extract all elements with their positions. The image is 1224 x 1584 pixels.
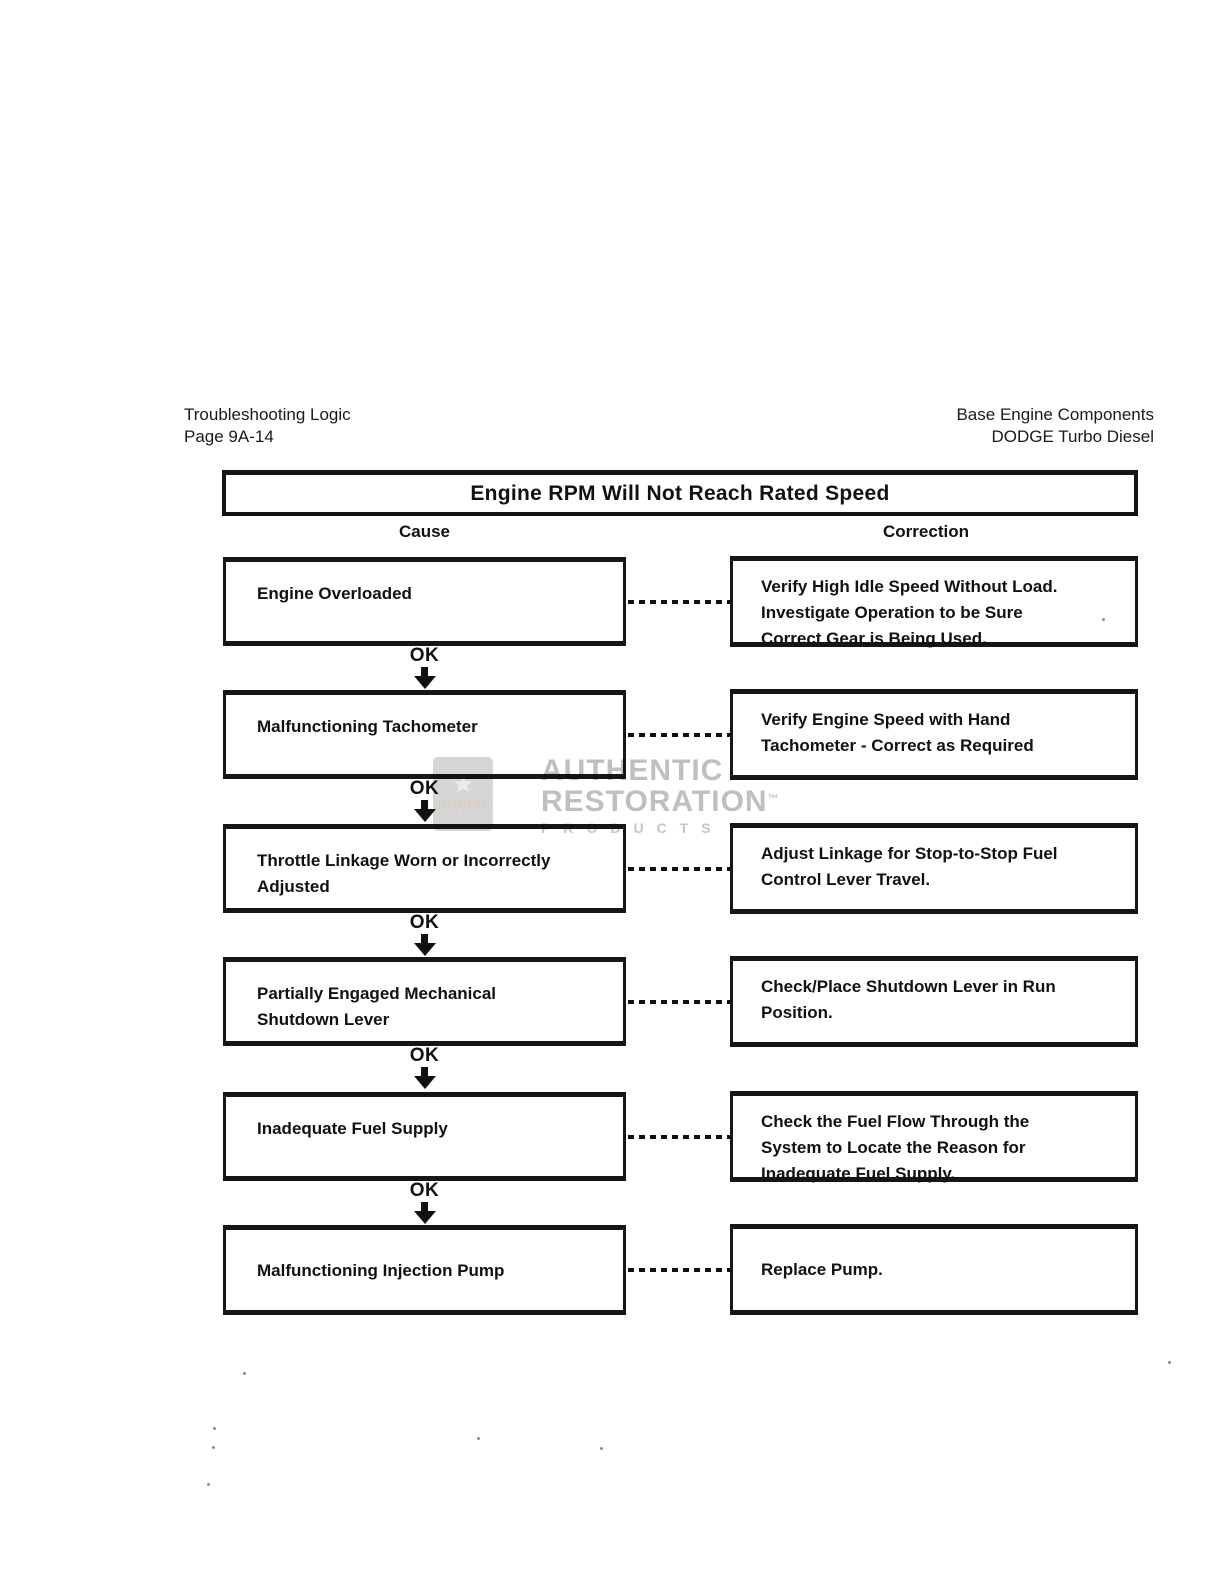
- cause-text: Throttle Linkage Worn or Incorrectly Adj…: [257, 851, 551, 896]
- scan-speck: [477, 1437, 480, 1440]
- scan-speck: [1102, 618, 1105, 621]
- down-arrow-icon: [413, 667, 436, 689]
- cause-text: Malfunctioning Injection Pump: [257, 1261, 505, 1280]
- ok-label: OK: [409, 1180, 440, 1201]
- correction-text: Verify High Idle Speed Without Load. Inv…: [761, 577, 1058, 648]
- cause-text: Malfunctioning Tachometer: [257, 717, 478, 736]
- down-arrow-icon: [413, 934, 436, 956]
- correction-box-6: Replace Pump.: [730, 1224, 1138, 1315]
- watermark-line1: AUTHENTIC: [541, 754, 724, 787]
- cause-text: Inadequate Fuel Supply: [257, 1119, 448, 1138]
- column-header-cause: Cause: [398, 522, 451, 541]
- ok-arrow-group: OK: [223, 646, 626, 689]
- down-arrow-icon: [413, 1067, 436, 1089]
- trademark-symbol: ™: [767, 793, 779, 805]
- dashed-connector: [628, 1268, 730, 1272]
- page-header-right: Base Engine Components DODGE Turbo Diese…: [956, 405, 1154, 446]
- ok-arrow-group: OK: [223, 1181, 626, 1224]
- dashed-connector: [628, 1135, 730, 1139]
- ok-label: OK: [409, 912, 440, 933]
- correction-text: Check/Place Shutdown Lever in Run Positi…: [761, 977, 1056, 1022]
- ok-arrow-group: OK: [223, 779, 626, 822]
- cause-box-5: Inadequate Fuel Supply: [223, 1092, 626, 1181]
- correction-text: Adjust Linkage for Stop-to-Stop Fuel Con…: [761, 844, 1058, 889]
- mopar-logo-text: mopar: [437, 796, 489, 813]
- pentastar-icon: [453, 774, 473, 793]
- cause-box-6: Malfunctioning Injection Pump: [223, 1225, 626, 1315]
- dashed-connector: [628, 1000, 730, 1004]
- cause-box-4: Partially Engaged Mechanical Shutdown Le…: [223, 957, 626, 1046]
- watermark-text: AUTHENTIC RESTORATION™ PRODUCTS: [541, 754, 779, 837]
- cause-box-3: Throttle Linkage Worn or Incorrectly Adj…: [223, 824, 626, 913]
- scan-speck: [1168, 1361, 1171, 1364]
- correction-text: Check the Fuel Flow Through the System t…: [761, 1112, 1030, 1183]
- cause-text: Partially Engaged Mechanical Shutdown Le…: [257, 984, 497, 1029]
- flowchart-title: Engine RPM Will Not Reach Rated Speed: [470, 481, 890, 505]
- cause-box-2: Malfunctioning Tachometer: [223, 690, 626, 779]
- scan-speck: [213, 1427, 216, 1430]
- scan-speck: [212, 1446, 215, 1449]
- dashed-connector: [628, 867, 730, 871]
- scan-speck: [243, 1372, 246, 1375]
- flowchart-title-box: Engine RPM Will Not Reach Rated Speed: [222, 470, 1138, 516]
- correction-text: Replace Pump.: [761, 1260, 883, 1279]
- scan-speck: [207, 1483, 210, 1486]
- dashed-connector: [628, 733, 730, 737]
- watermark-line2: RESTORATION™: [541, 785, 779, 818]
- ok-label: OK: [409, 645, 440, 666]
- correction-box-1: Verify High Idle Speed Without Load. Inv…: [730, 556, 1138, 648]
- correction-box-2: Verify Engine Speed with Hand Tachometer…: [730, 689, 1138, 780]
- down-arrow-icon: [413, 1202, 436, 1224]
- down-arrow-icon: [413, 800, 436, 822]
- correction-box-3: Adjust Linkage for Stop-to-Stop Fuel Con…: [730, 823, 1138, 914]
- watermark-line3: PRODUCTS: [541, 820, 724, 836]
- cause-text: Engine Overloaded: [257, 584, 412, 603]
- dashed-connector: [628, 600, 730, 604]
- correction-box-4: Check/Place Shutdown Lever in Run Positi…: [730, 956, 1138, 1047]
- column-header-correction: Correction: [883, 522, 969, 541]
- ok-label: OK: [409, 778, 440, 799]
- correction-text: Verify Engine Speed with Hand Tachometer…: [761, 710, 1034, 755]
- correction-box-5: Check the Fuel Flow Through the System t…: [730, 1091, 1138, 1183]
- ok-arrow-group: OK: [223, 913, 626, 956]
- scan-speck: [600, 1447, 603, 1450]
- page-header-left: Troubleshooting Logic Page 9A-14: [184, 405, 351, 446]
- ok-arrow-group: OK: [223, 1046, 626, 1089]
- ok-label: OK: [409, 1045, 440, 1066]
- cause-box-1: Engine Overloaded: [223, 557, 626, 646]
- mopar-logo: mopar: [433, 757, 493, 831]
